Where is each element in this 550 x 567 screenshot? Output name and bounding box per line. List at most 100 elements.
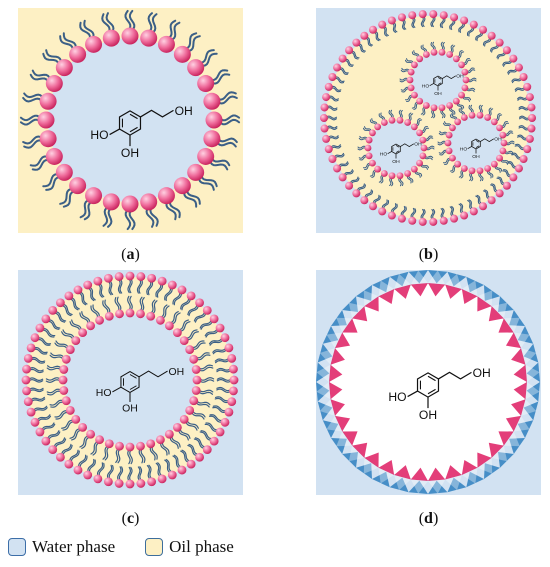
surfactant-tail xyxy=(458,203,464,215)
surfactant-tail xyxy=(339,67,349,74)
surfactant-tail xyxy=(49,354,65,360)
surfactant-tail xyxy=(327,97,339,102)
surfactant-tail xyxy=(511,76,522,82)
surfactant-head xyxy=(416,55,424,63)
surfactant-tail xyxy=(30,398,46,403)
surfactant-tail xyxy=(69,321,81,333)
surfactant-tail xyxy=(343,169,353,176)
label-ho-ring: HO xyxy=(422,84,430,90)
surfactant-tail xyxy=(490,184,498,193)
particle-inner xyxy=(445,284,462,299)
label-ho-ring: HO xyxy=(90,128,108,142)
surfactant-tail xyxy=(155,282,162,298)
surfactant-head xyxy=(460,211,469,220)
surfactant-tail xyxy=(30,396,45,401)
surfactant-head xyxy=(328,155,337,164)
surfactant-tail xyxy=(198,389,214,393)
surfactant-head xyxy=(419,152,427,160)
particle-inner xyxy=(505,415,522,432)
surfactant-head xyxy=(95,435,104,445)
particle-highlight xyxy=(477,457,493,474)
surfactant-head xyxy=(324,145,333,154)
surfactant-head xyxy=(514,164,523,173)
particle-highlight xyxy=(461,467,478,484)
particle-inner xyxy=(498,431,514,446)
surfactant-head xyxy=(140,193,158,211)
surfactant-tail xyxy=(177,319,189,331)
surfactant-head xyxy=(519,72,528,81)
surfactant-tail xyxy=(136,278,142,294)
surfactant-tail xyxy=(359,135,368,140)
surfactant-tail xyxy=(115,448,119,464)
oil-phase-swatch xyxy=(145,538,164,556)
surfactant-tail xyxy=(109,280,114,295)
surfactant-head xyxy=(73,465,83,475)
surfactant-tail xyxy=(420,106,426,115)
label-oh-chain: OH xyxy=(175,104,193,118)
surfactant-tail xyxy=(365,36,374,46)
particle-highlight xyxy=(326,332,343,349)
surfactant-tail xyxy=(467,200,473,211)
particle-inner xyxy=(410,467,428,481)
surfactant-head xyxy=(449,154,456,162)
surfactant-head xyxy=(476,167,484,175)
surfactant-tail xyxy=(208,415,223,423)
surfactant-tail xyxy=(357,145,367,149)
surfactant-tail xyxy=(197,176,215,191)
particle-inner xyxy=(364,452,379,468)
surfactant-head xyxy=(23,397,33,407)
surfactant-head xyxy=(71,414,81,424)
surfactant-tail xyxy=(194,312,207,323)
surfactant-head xyxy=(185,406,195,415)
surfactant-tail xyxy=(54,438,67,450)
surfactant-head xyxy=(136,441,145,451)
particle-highlight xyxy=(336,431,353,447)
surfactant-head xyxy=(487,196,496,205)
surfactant-tail xyxy=(199,377,215,381)
surfactant-head xyxy=(450,13,459,22)
particle-outer xyxy=(408,270,428,284)
surfactant-head xyxy=(450,214,459,223)
surfactant-tail xyxy=(515,143,526,149)
surfactant-tail xyxy=(216,369,232,373)
surfactant-head xyxy=(93,276,103,286)
surfactant-tail xyxy=(326,105,338,110)
particle-outer xyxy=(428,480,448,494)
surfactant-head xyxy=(328,72,337,81)
surfactant-tail xyxy=(146,280,152,295)
surfactant-tail xyxy=(488,108,494,117)
surfactant-tail xyxy=(215,140,237,148)
surfactant-tail xyxy=(104,299,111,315)
surfactant-head xyxy=(156,315,165,325)
surfactant-tail xyxy=(149,445,156,461)
surfactant-tail xyxy=(349,51,359,60)
surfactant-head xyxy=(146,311,156,321)
surfactant-head xyxy=(429,10,438,19)
surfactant-tail xyxy=(32,348,48,355)
surfactant-head xyxy=(30,417,40,427)
surfactant-head xyxy=(157,35,175,53)
surfactant-tail xyxy=(62,32,77,51)
surfactant-head xyxy=(438,48,446,56)
surfactant-tail xyxy=(161,441,170,455)
particle-outer xyxy=(372,471,390,488)
surfactant-tail xyxy=(42,423,56,433)
surfactant-tail xyxy=(339,162,349,169)
surfactant-tail xyxy=(70,296,80,310)
surfactant-head xyxy=(78,328,88,338)
surfactant-head xyxy=(125,271,135,281)
surfactant-head xyxy=(369,159,376,167)
surfactant-tail xyxy=(127,466,131,482)
surfactant-tail xyxy=(139,296,143,312)
surfactant-head xyxy=(164,429,174,439)
particle-outer xyxy=(447,477,467,493)
surfactant-tail xyxy=(444,121,452,127)
surfactant-tail xyxy=(105,12,115,34)
surfactant-tail xyxy=(36,414,51,421)
surfactant-head xyxy=(396,172,404,180)
particle-highlight xyxy=(445,273,462,289)
surfactant-tail xyxy=(146,465,151,480)
surfactant-tail xyxy=(401,67,410,72)
surfactant-tail xyxy=(450,45,456,54)
